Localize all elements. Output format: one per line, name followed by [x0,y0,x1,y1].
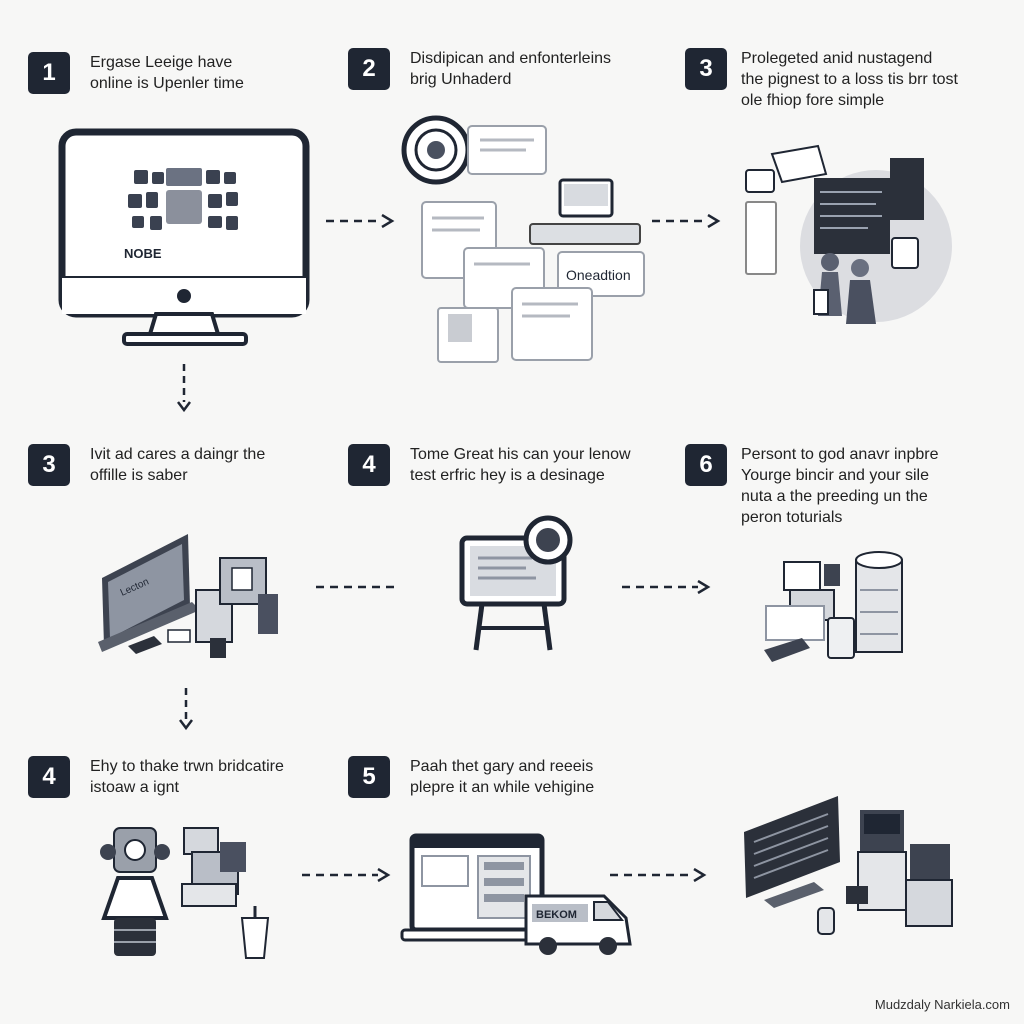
step-caption: Disdipican and enfonterleins brig Unhade… [410,48,611,90]
whiteboard-icon [459,515,573,651]
arrow-right-icon [326,214,395,228]
caption-line: Tome Great his can your lenow [410,446,631,463]
caption-line: online is Upenler time [90,75,244,92]
step-caption: Prolegeted anid nustagend the pignest to… [741,48,958,111]
step-badge: 4 [28,756,70,798]
step-badge: 2 [348,48,390,90]
arrow-right-icon [302,868,391,882]
caption-line: ole fhiop fore simple [741,92,885,109]
caption-line: Ivit ad cares a daingr the [90,446,266,463]
laptop-icon: BEKOM [400,833,632,955]
step-3: 3 Prolegeted anid nustagend the pignest … [685,48,958,111]
step-badge: 5 [348,756,390,798]
step-1: 1 Ergase Leeige have online is Upenler t… [28,52,244,94]
document-card-label: Oneadtion [566,267,631,283]
step-caption: Tome Great his can your lenow test erfri… [410,444,631,486]
step-badge: 4 [348,444,390,486]
step-badge: 1 [28,52,70,94]
caption-line: brig Unhaderd [410,71,512,88]
arrow-right-icon [652,214,721,228]
van-icon: BEKOM [524,894,632,955]
step-badge: 6 [685,444,727,486]
monitor-icon: NOBE [58,128,310,346]
caption-line: the pignest to a loss tis brr tost [741,71,958,88]
step-caption: Persont to god anavr inpbre Yourge binci… [741,444,938,528]
step-4: 4 Tome Great his can your lenow test erf… [348,444,631,486]
robot-icon [100,827,270,959]
caption-line: Yourge bincir and your sile [741,467,929,484]
caption-line: plepre it an while vehigine [410,779,595,796]
step-badge: 3 [685,48,727,90]
documents-icon: Oneadtion [401,115,645,363]
step-badge: 3 [28,444,70,486]
step-caption: Ehy to thake trwn bridcatire istoaw a ig… [90,756,284,798]
caption-line: istoaw a ignt [90,779,179,796]
caption-line: Paah thet gary and reeeis [410,758,594,775]
caption-line: peron toturials [741,509,843,526]
workstation-icon: Lecton [98,534,278,658]
caption-line: Persont to god anavr inpbre [741,446,939,463]
step-caption: Ergase Leeige have online is Upenler tim… [90,52,244,94]
control-room-icon [745,144,952,324]
van-label: BEKOM [536,909,577,921]
step-3-second: 3 Ivit ad cares a daingr the offille is … [28,444,265,486]
step-5: 5 Paah thet gary and reeeis plepre it an… [348,756,594,798]
arrow-down-icon [177,364,191,413]
arrow-right-icon [610,868,707,882]
monitor-screen-label: NOBE [124,246,162,261]
arrow-down-icon [179,688,193,731]
step-caption: Ivit ad cares a daingr the offille is sa… [90,444,265,486]
caption-line: nuta a the preeding un the [741,488,928,505]
caption-line: test erfric hey is a desinage [410,467,605,484]
caption-line: Ehy to thake trwn bridcatire [90,758,284,775]
arrow-right-icon [622,580,711,594]
step-caption: Paah thet gary and reeeis plepre it an w… [410,756,594,798]
server-icon [764,551,903,662]
caption-line: Ergase Leeige have [90,54,233,71]
watermark: Mudzdaly Narkiela.com [874,997,1010,1012]
step-4-second: 4 Ehy to thake trwn bridcatire istoaw a … [28,756,284,798]
step-2: 2 Disdipican and enfonterleins brig Unha… [348,48,611,90]
dashboard-icon [744,796,953,935]
step-6: 6 Persont to god anavr inpbre Yourge bin… [685,444,938,528]
arrow-right-icon [316,585,398,589]
caption-line: offille is saber [90,467,188,484]
caption-line: Disdipican and enfonterleins [410,50,612,67]
caption-line: Prolegeted anid nustagend [741,50,933,67]
